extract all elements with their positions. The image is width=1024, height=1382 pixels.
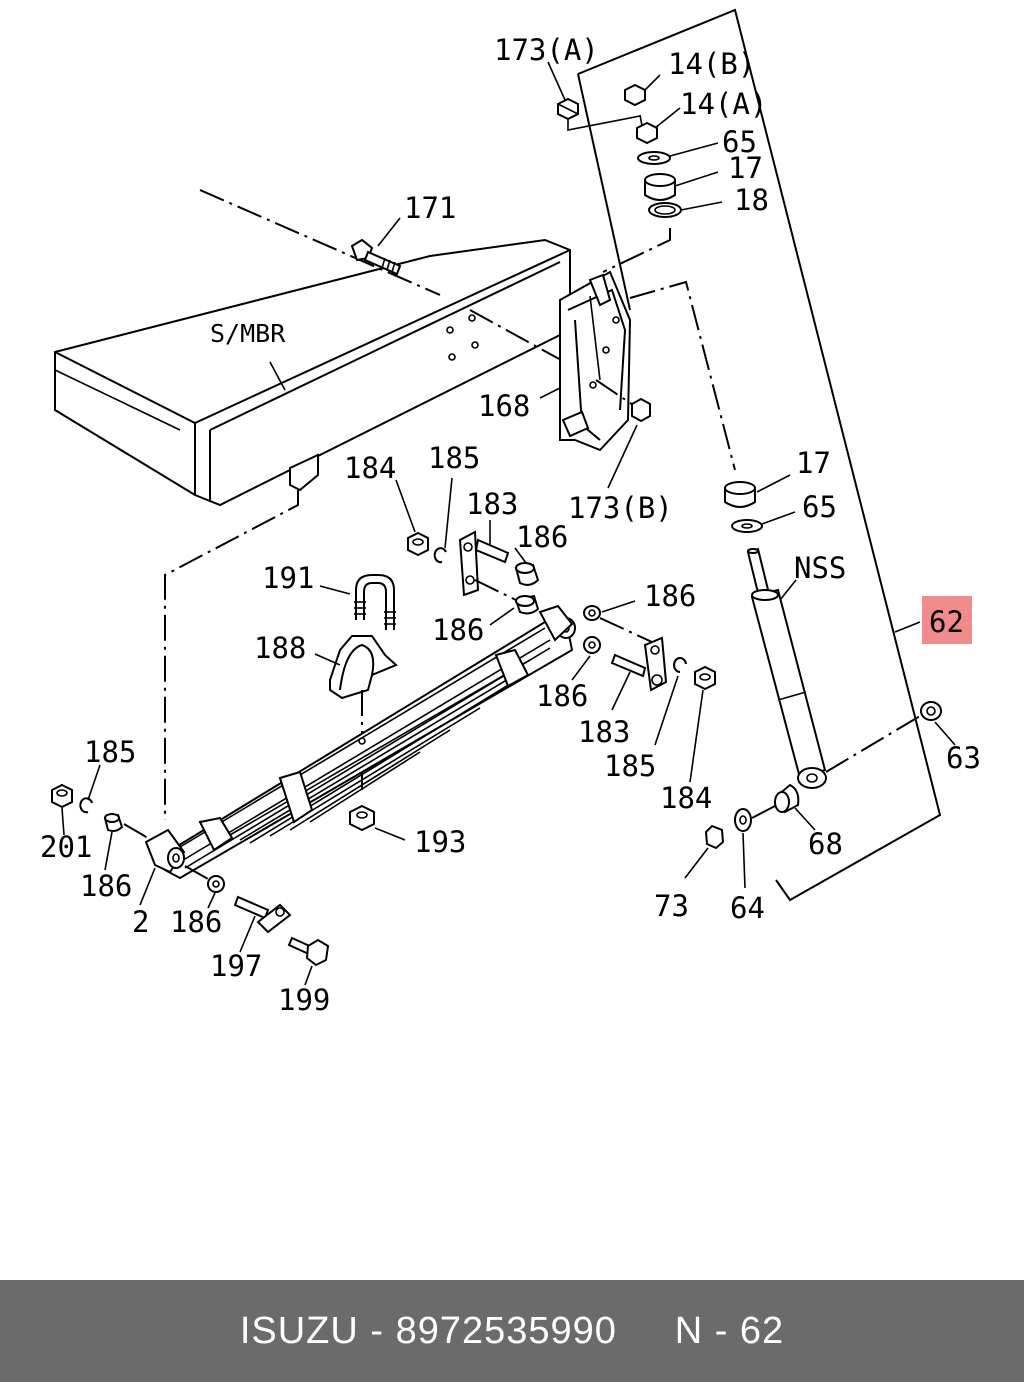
label-186-b: 186: [432, 613, 484, 647]
nut-184-upper: [407, 531, 429, 557]
leaf-spring: [144, 604, 576, 880]
side-member: [54, 238, 571, 507]
label-185-lower: 185: [604, 749, 656, 783]
label-193: 193: [414, 825, 466, 859]
label-188: 188: [254, 631, 306, 665]
label-184-lower: 184: [660, 781, 712, 815]
footer-bar: ISUZU - 8972535990 N - 62: [0, 1280, 1024, 1382]
label-186-f: 186: [170, 905, 222, 939]
label-173b: 173(B): [568, 491, 673, 525]
label-197: 197: [210, 949, 262, 983]
clip-185-left: [79, 797, 93, 814]
nut-73: [704, 824, 725, 850]
label-183-upper: 183: [466, 487, 518, 521]
bushing-68: [774, 783, 800, 814]
nut-173b: [631, 397, 651, 423]
label-199: 199: [278, 983, 330, 1017]
label-63: 63: [946, 741, 981, 775]
bolt-199: [287, 936, 330, 967]
retainer-18: [648, 202, 682, 218]
footer-part-number: ISUZU - 8972535990 N - 62: [239, 1309, 785, 1352]
label-171: 171: [404, 191, 456, 225]
label-185-upper: 185: [428, 441, 480, 475]
washer-63: [920, 701, 942, 721]
nut-201: [51, 783, 73, 809]
bushing-17-mid: [724, 481, 756, 508]
bushing-186-b: [514, 594, 540, 615]
highlight-62: [922, 596, 972, 644]
nut-173a: [557, 97, 579, 121]
clip-185-lower: [673, 657, 687, 673]
label-201: 201: [40, 830, 92, 864]
shackle-183-upper: [458, 530, 510, 597]
bushing-186-a: [514, 562, 540, 586]
label-168: 168: [478, 389, 530, 423]
label-186-c: 186: [644, 579, 696, 613]
label-64: 64: [730, 891, 765, 925]
nut-14a: [636, 121, 658, 145]
spring-seat-188: [329, 635, 398, 700]
nut-14b: [624, 83, 646, 107]
label-17-top: 17: [728, 151, 763, 185]
label-73: 73: [654, 889, 689, 923]
washer-65-mid: [731, 519, 763, 533]
label-184-upper: 184: [344, 451, 396, 485]
label-14b: 14(B): [668, 47, 755, 81]
label-65-mid: 65: [802, 490, 837, 524]
label-nss: NSS: [794, 551, 846, 585]
label-2: 2: [132, 905, 149, 939]
bushing-186-d: [583, 636, 601, 654]
label-183-lower: 183: [578, 715, 630, 749]
washer-65-top: [637, 151, 671, 165]
shackle-183-lower: [610, 636, 668, 692]
nut-184-lower: [694, 665, 716, 691]
bushing-186-c: [583, 605, 601, 621]
u-bolt-191: [354, 574, 396, 630]
bushing-186-f: [207, 875, 225, 893]
washer-64: [734, 808, 752, 832]
label-186-e: 186: [80, 869, 132, 903]
label-smbr: S/MBR: [210, 319, 286, 348]
pin-197: [233, 895, 292, 934]
bolt-171: [350, 238, 402, 276]
clip-185-upper: [433, 547, 447, 564]
label-17-mid: 17: [796, 446, 831, 480]
label-185-left: 185: [84, 735, 136, 769]
bushing-186-e: [103, 813, 124, 832]
label-65-top: 65: [722, 125, 757, 159]
label-62: 62: [929, 605, 964, 639]
shock-absorber-62: [746, 547, 827, 789]
nut-193: [349, 804, 375, 832]
label-68: 68: [808, 827, 843, 861]
label-186-d: 186: [536, 679, 588, 713]
bracket-168: [559, 270, 632, 452]
label-186-a: 186: [516, 520, 568, 554]
parts-diagram: 173(A) 14(B) 14(A) 65 17 18 171 S/MBR 16…: [40, 8, 981, 1017]
bushing-17-top: [644, 173, 676, 201]
label-173a: 173(A): [494, 33, 599, 67]
group-bracket-62: [577, 8, 942, 902]
label-191: 191: [262, 561, 314, 595]
label-14a: 14(A): [680, 87, 767, 121]
label-18: 18: [734, 183, 769, 217]
